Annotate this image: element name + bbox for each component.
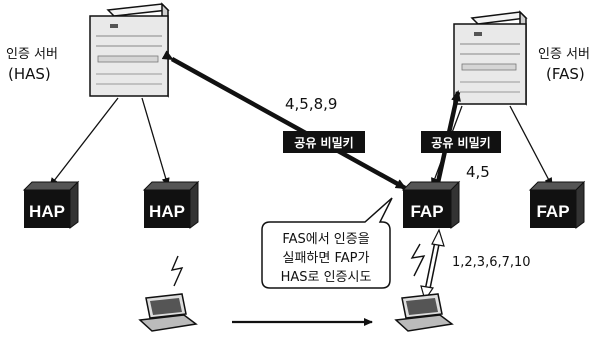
fas-server-icon [453, 10, 528, 106]
has-server-icon [89, 2, 170, 98]
callout-line1: FAS에서 인증을 [282, 232, 369, 247]
fap-center-label: FAP [410, 202, 443, 221]
fas-label-line1: 인증 서버 [538, 47, 590, 62]
fap-laptop-step-label: 1,2,3,6,7,10 [452, 255, 531, 270]
laptop-right-icon [394, 293, 454, 332]
has-label-line2: (HAS) [8, 65, 51, 83]
right-shared-secret-text: 공유 비밀키 [431, 135, 490, 150]
has-label-line1: 인증 서버 [6, 47, 58, 62]
has-to-hap-left-arrow [49, 97, 119, 187]
fas-failure-callout: FAS에서 인증을 실패하면 FAP가 HAS로 인증시도 [261, 197, 393, 289]
hap-mid-label: HAP [149, 202, 185, 221]
hap-mid-box: HAP [142, 180, 200, 229]
right-shared-secret-badge: 공유 비밀키 [421, 131, 501, 153]
laptop-left-icon [138, 293, 198, 332]
hap-left-box: HAP [22, 180, 80, 229]
fap-laptop-link-arrow [420, 228, 445, 302]
has-fap-step-label: 4,5,8,9 [285, 95, 337, 113]
fas-fap-step-label: 4,5 [466, 163, 490, 181]
fas-to-fap-right-arrow [509, 105, 553, 187]
fap-right-label: FAP [536, 202, 569, 221]
callout-line2: 실패하면 FAP가 [283, 251, 370, 266]
hap-mid-wireless-icon [170, 255, 184, 287]
hap-left-label: HAP [29, 202, 65, 221]
fas-label-line2: (FAS) [546, 65, 585, 83]
has-to-hap-mid-arrow [141, 97, 170, 187]
fap-right-box: FAP [528, 180, 586, 229]
fap-center-wireless-icon [410, 243, 426, 277]
has-fap-bold-arrow [161, 50, 407, 190]
fap-center-box: FAP [401, 180, 461, 229]
left-shared-secret-badge: 공유 비밀키 [283, 131, 365, 153]
callout-line3: HAS로 인증시도 [281, 270, 372, 285]
left-shared-secret-text: 공유 비밀키 [294, 135, 353, 150]
